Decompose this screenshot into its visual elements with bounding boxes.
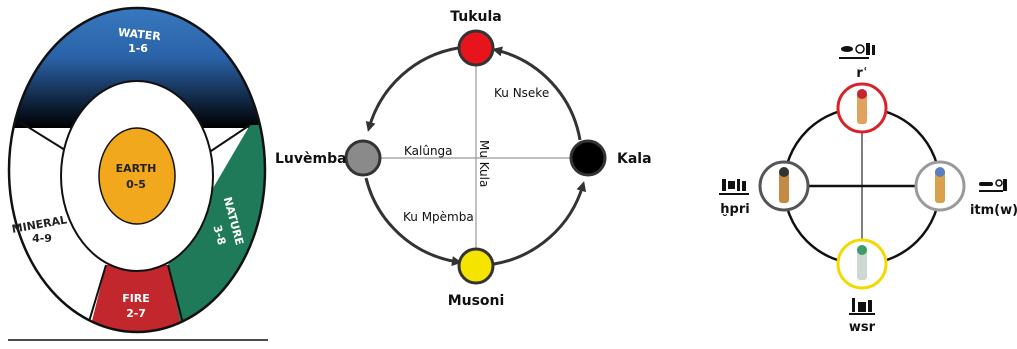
fire-range: 2-7 [126, 307, 146, 320]
water-label: WATER [117, 26, 161, 43]
luvemba-node [344, 139, 382, 177]
musoni-node [457, 247, 495, 285]
ra-hieroglyph-icon [839, 43, 875, 59]
kala-label: Kala [617, 151, 652, 167]
earth-range: 0-5 [126, 178, 146, 191]
osiris-label: wsr [849, 320, 876, 335]
ku-mpemba-label: Ku Mpèmba [403, 210, 474, 224]
osiris-node [836, 238, 888, 290]
khepri-label: ḫpri [720, 202, 749, 217]
luvemba-label: Luvèmba [275, 151, 347, 167]
fire-label: FIRE [122, 292, 150, 305]
ku-nseke-label: Ku Nseke [494, 86, 549, 100]
earth-label: EARTH [116, 162, 157, 175]
mu-kula-label: Mu Kula [477, 140, 491, 187]
cosmogram-diagram: Tukula Kala Musoni Luvèmba Kalûnga Mu Ku… [275, 9, 652, 309]
kalunga-label: Kalûnga [404, 144, 453, 158]
musoni-label: Musoni [448, 293, 505, 309]
water-range: 1-6 [128, 42, 148, 55]
osiris-hieroglyph-icon [849, 298, 875, 315]
arc-top-left [365, 46, 459, 132]
nature-range: 3-8 [211, 224, 229, 247]
arc-bottom-left [364, 177, 462, 267]
element-wheel-diagram: WATER 1-6 EARTH 0-5 MINERAL 4-9 NATURE 3… [7, 6, 268, 341]
mineral-range: 4-9 [32, 232, 52, 245]
solar-cycle-diagram: rʿ ḫpri itm(w) wsr [719, 43, 1017, 335]
arc-top-right [492, 46, 582, 141]
earth-center [98, 127, 176, 225]
khepri-hieroglyph-icon [719, 179, 749, 195]
tukula-node [457, 29, 495, 67]
ra-node [836, 82, 888, 134]
atum-label: itm(w) [970, 203, 1017, 218]
atum-node [914, 160, 966, 212]
kala-node [569, 139, 607, 177]
atum-hieroglyph-icon [979, 179, 1007, 192]
ra-label: rʿ [856, 66, 867, 81]
arc-bottom-right [493, 181, 587, 266]
khepri-node [758, 160, 810, 212]
tukula-label: Tukula [450, 9, 502, 25]
